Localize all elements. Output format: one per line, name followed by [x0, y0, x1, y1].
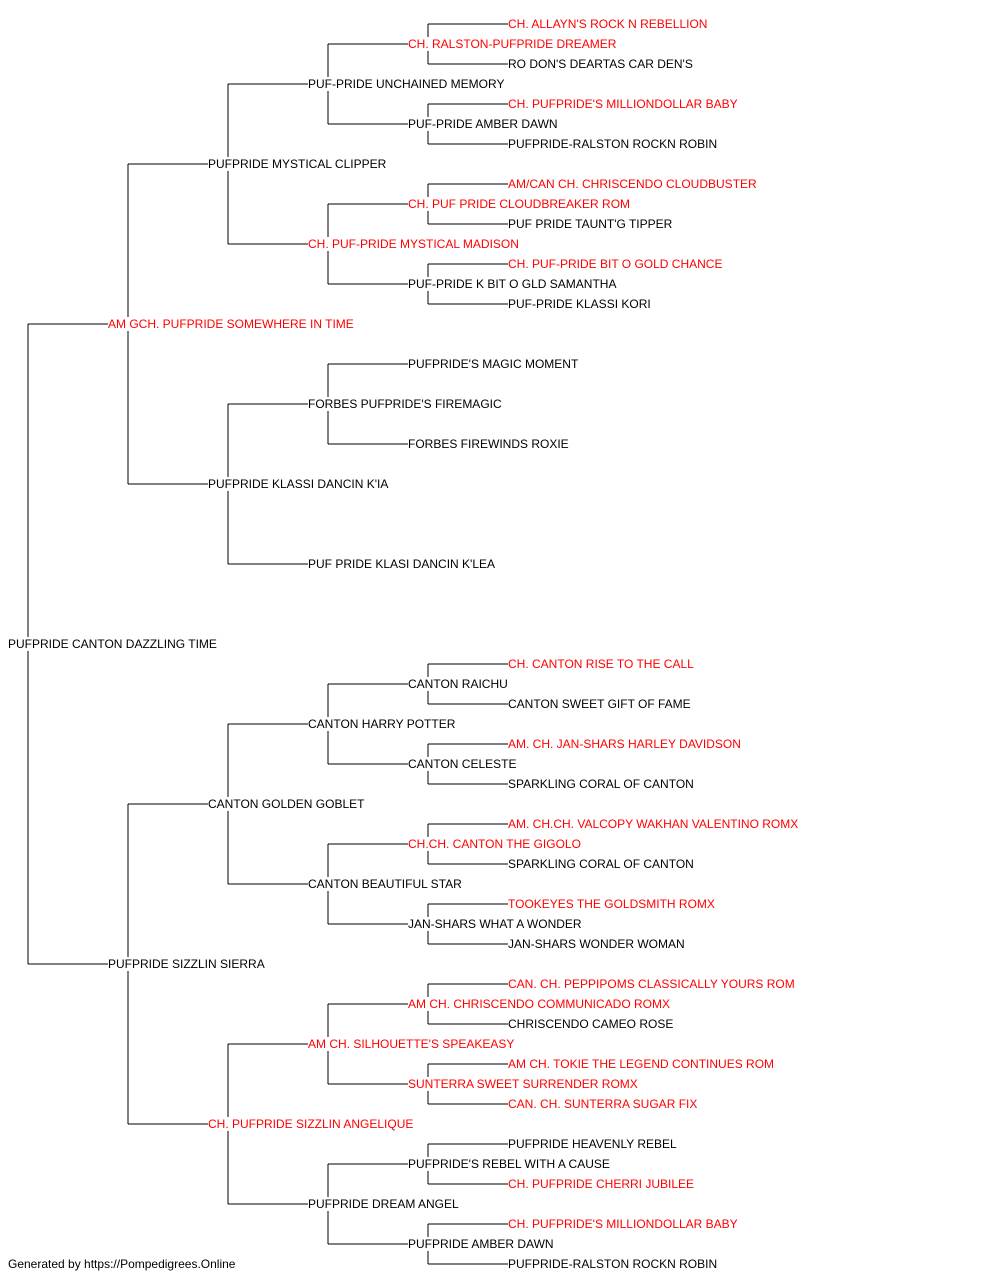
ancestor-name: CANTON HARRY POTTER [308, 717, 458, 731]
ancestor-name: PUF-PRIDE AMBER DAWN [408, 117, 560, 131]
ancestor-name: CH.CH. CANTON THE GIGOLO [408, 837, 583, 851]
ancestor-name: AM CH. SILHOUETTE'S SPEAKEASY [308, 1037, 517, 1051]
ancestor-name: PUFPRIDE-RALSTON ROCKN ROBIN [508, 1257, 720, 1271]
ancestor-name: CANTON SWEET GIFT OF FAME [508, 697, 693, 711]
ancestor-name: AM/CAN CH. CHRISCENDO CLOUDBUSTER [508, 177, 759, 191]
ancestor-name: AM GCH. PUFPRIDE SOMEWHERE IN TIME [108, 317, 356, 331]
ancestor-name: CH. PUFPRIDE'S MILLIONDOLLAR BABY [508, 97, 740, 111]
ancestor-name: CAN. CH. PEPPIPOMS CLASSICALLY YOURS ROM [508, 977, 797, 991]
ancestor-name: CH. CANTON RISE TO THE CALL [508, 657, 696, 671]
ancestor-name: AM. CH. JAN-SHARS HARLEY DAVIDSON [508, 737, 743, 751]
ancestor-name: CANTON BEAUTIFUL STAR [308, 877, 464, 891]
subject-dog-name: PUFPRIDE CANTON DAZZLING TIME [8, 637, 219, 651]
ancestor-name: PUFPRIDE-RALSTON ROCKN ROBIN [508, 137, 720, 151]
ancestor-name: PUFPRIDE'S REBEL WITH A CAUSE [408, 1157, 612, 1171]
ancestor-name: PUFPRIDE HEAVENLY REBEL [508, 1137, 679, 1151]
ancestor-name: CH. RALSTON-PUFPRIDE DREAMER [408, 37, 619, 51]
ancestor-name: CH. PUFPRIDE SIZZLIN ANGELIQUE [208, 1117, 416, 1131]
ancestor-name: CAN. CH. SUNTERRA SUGAR FIX [508, 1097, 700, 1111]
ancestor-name: PUFPRIDE'S MAGIC MOMENT [408, 357, 581, 371]
ancestor-name: JAN-SHARS WONDER WOMAN [508, 937, 687, 951]
ancestor-name: SPARKLING CORAL OF CANTON [508, 857, 696, 871]
ancestor-name: PUFPRIDE DREAM ANGEL [308, 1197, 461, 1211]
ancestor-name: CHRISCENDO CAMEO ROSE [508, 1017, 676, 1031]
ancestor-name: PUFPRIDE AMBER DAWN [408, 1237, 556, 1251]
ancestor-name: CANTON RAICHU [408, 677, 510, 691]
ancestor-name: CH. ALLAYN'S ROCK N REBELLION [508, 17, 710, 31]
ancestor-name: FORBES FIREWINDS ROXIE [408, 437, 571, 451]
ancestor-name: CH. PUF-PRIDE BIT O GOLD CHANCE [508, 257, 725, 271]
ancestor-name: PUFPRIDE SIZZLIN SIERRA [108, 957, 267, 971]
ancestor-name: CANTON GOLDEN GOBLET [208, 797, 367, 811]
ancestor-name: CANTON CELESTE [408, 757, 519, 771]
ancestor-name: CH. PUF PRIDE CLOUDBREAKER ROM [408, 197, 633, 211]
generated-by-footer: Generated by https://Pompedigrees.Online [8, 1257, 236, 1271]
ancestor-name: TOOKEYES THE GOLDSMITH ROMX [508, 897, 717, 911]
ancestor-name: PUFPRIDE KLASSI DANCIN K'IA [208, 477, 391, 491]
ancestor-name: RO DON'S DEARTAS CAR DEN'S [508, 57, 695, 71]
ancestor-name: CH. PUFPRIDE CHERRI JUBILEE [508, 1177, 697, 1191]
ancestor-name: FORBES PUFPRIDE'S FIREMAGIC [308, 397, 504, 411]
ancestor-name: JAN-SHARS WHAT A WONDER [408, 917, 584, 931]
ancestor-name: SUNTERRA SWEET SURRENDER ROMX [408, 1077, 640, 1091]
ancestor-name: CH. PUF-PRIDE MYSTICAL MADISON [308, 237, 521, 251]
ancestor-name: PUF PRIDE TAUNT'G TIPPER [508, 217, 675, 231]
ancestor-name: PUF-PRIDE KLASSI KORI [508, 297, 653, 311]
ancestor-name: SPARKLING CORAL OF CANTON [508, 777, 696, 791]
ancestor-name: PUF PRIDE KLASI DANCIN K'LEA [308, 557, 498, 571]
ancestor-name: AM CH. TOKIE THE LEGEND CONTINUES ROM [508, 1057, 777, 1071]
ancestor-name: PUF-PRIDE K BIT O GLD SAMANTHA [408, 277, 619, 291]
ancestor-name: PUF-PRIDE UNCHAINED MEMORY [308, 77, 507, 91]
ancestor-name: AM CH. CHRISCENDO COMMUNICADO ROMX [408, 997, 673, 1011]
ancestor-name: CH. PUFPRIDE'S MILLIONDOLLAR BABY [508, 1217, 740, 1231]
ancestor-name: AM. CH.CH. VALCOPY WAKHAN VALENTINO ROMX [508, 817, 801, 831]
ancestor-name: PUFPRIDE MYSTICAL CLIPPER [208, 157, 389, 171]
